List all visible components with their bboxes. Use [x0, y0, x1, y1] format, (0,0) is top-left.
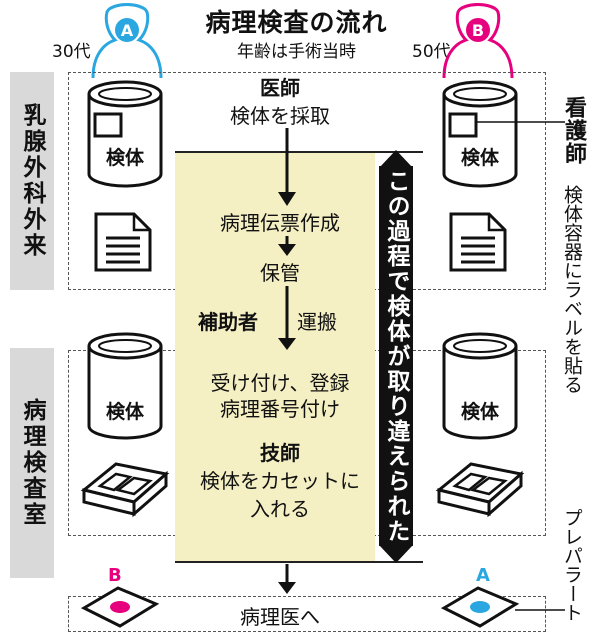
reception-line2: 病理番号付け [220, 397, 340, 421]
flow-arrow-2 [278, 244, 296, 256]
pathologist-box [68, 596, 546, 632]
mixup-bar-bottom-arrow [379, 545, 413, 563]
tech-line2: 入れる [250, 497, 310, 521]
section-outpatient: 乳腺外科外来 [10, 72, 54, 290]
cassette-icon-a [80, 462, 170, 518]
cassette-icon-b [435, 462, 525, 518]
patient-a-letter: A [121, 21, 134, 40]
mixup-bar: この過程で検体が取り違えられた [379, 166, 413, 546]
specimen-container-a-lab: 検体 [87, 332, 163, 440]
nurse-pointer-line [475, 121, 565, 123]
process-bottom-line [175, 561, 423, 563]
patient-b-icon: B [442, 3, 514, 78]
section-lab-label: 病理検査室 [19, 398, 45, 528]
container-label: 検体 [461, 146, 500, 169]
flow-arrow-3 [278, 338, 296, 350]
document-icon-a [94, 212, 152, 272]
section-outpatient-label: 乳腺外科外来 [19, 103, 45, 259]
diagram-title: 病理検査の流れ [205, 8, 388, 37]
storage-step: 保管 [260, 261, 300, 285]
slide-right-letter: A [476, 565, 490, 586]
container-label: 検体 [106, 146, 145, 169]
specimen-container-b-lab: 検体 [442, 332, 518, 440]
process-area [175, 152, 375, 562]
process-top-line [175, 151, 423, 153]
slide-left-letter: B [108, 565, 122, 586]
mixup-bar-top-arrow [379, 150, 413, 168]
nurse-role: 看護師 [561, 96, 586, 165]
specimen-container-b-outpatient: 検体 [442, 80, 518, 188]
slide-label: プレパラート [561, 508, 583, 622]
nurse-action: 検体容器にラベルを貼る [561, 185, 583, 394]
tech-line1: 検体をカセットに [200, 469, 360, 493]
container-label: 検体 [461, 400, 500, 423]
flow-arrow-4 [278, 582, 296, 594]
patient-b-age: 50代 [412, 42, 451, 62]
flow-arrow-1 [278, 192, 296, 206]
diagram-subtitle: 年齢は手術当時 [237, 42, 356, 62]
tech-role: 技師 [260, 441, 300, 465]
document-icon-b [449, 212, 507, 272]
slide-icon-right [440, 586, 520, 628]
patient-b-letter: B [472, 21, 484, 40]
reception-line1: 受け付け、登録 [210, 371, 350, 395]
specimen-container-a-outpatient: 検体 [87, 80, 163, 188]
flow-arrows [278, 128, 296, 594]
pathologist-step: 病理医へ [240, 605, 320, 629]
slide-icon-left [80, 586, 160, 628]
assistant-role: 補助者 [198, 310, 258, 334]
assistant-action: 運搬 [297, 310, 337, 334]
slide-pointer-line [515, 609, 565, 611]
mixup-note: この過程で検体が取り違えられた [383, 168, 409, 544]
doctor-role: 医師 [260, 76, 300, 100]
section-lab: 病理検査室 [10, 348, 54, 578]
container-label: 検体 [106, 400, 145, 423]
patient-a-icon: A [91, 3, 163, 78]
patient-a-age: 30代 [52, 42, 91, 62]
slip-step: 病理伝票作成 [220, 211, 340, 235]
doctor-action: 検体を採取 [230, 104, 330, 128]
